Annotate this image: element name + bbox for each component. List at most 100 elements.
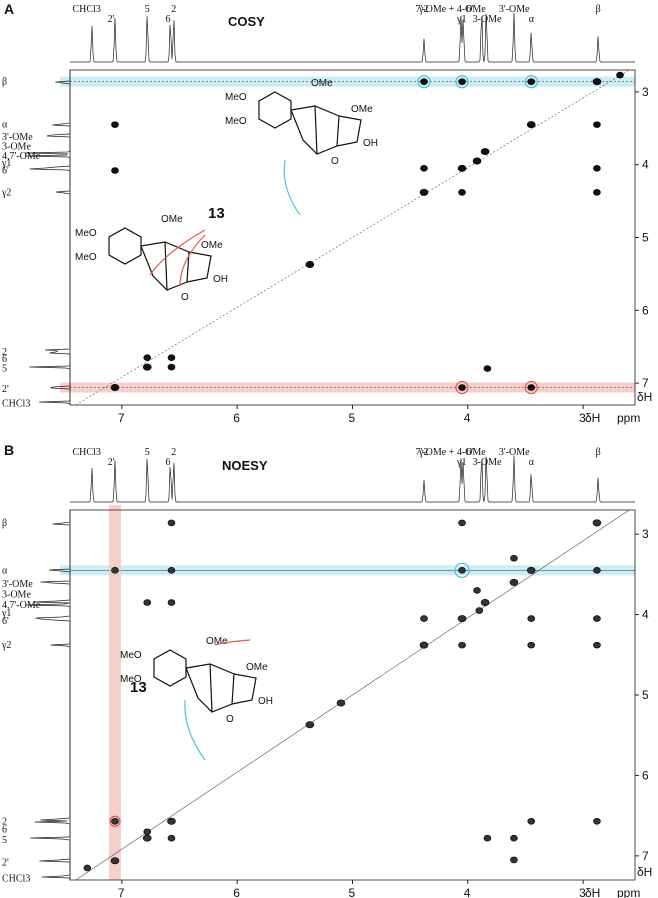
cross-peak [527,78,536,85]
cross-peak [83,864,92,872]
top-peak-label: γ2 [418,4,428,15]
left-peak-label: γ2 [1,187,11,198]
correlation-arrow [149,229,206,276]
cross-peak [457,164,467,172]
highlight-circle [455,75,469,89]
x-tick-label: 4 [464,886,471,898]
cross-peak [527,817,536,825]
cross-peak [593,641,601,649]
top-peak-label: 7'-OMe + 4-OMe [416,447,487,458]
substituent-label: OMe [351,104,373,115]
benzene-ring [258,91,292,129]
top-peak-label: 6' [466,447,473,458]
cross-peak [527,384,536,391]
left-peak-label: γ2 [1,640,11,651]
x-tick-label: 6 [233,886,240,898]
top-peak-label: 3-OMe [473,457,502,468]
top-peak-label: α [529,14,535,25]
cross-peak [483,834,492,842]
top-peak-label: β [596,447,601,458]
cross-peak [110,857,120,865]
core-bonds [290,105,362,155]
top-peak-label: 5 [145,4,150,15]
top-peak-label: γ1 [456,457,466,468]
cross-peak [593,165,601,172]
cross-peak [458,189,466,196]
cross-peak [458,641,466,649]
correlation-arrow [184,699,206,761]
cross-peak [336,699,346,707]
cross-peak [167,519,176,527]
cross-peak [592,78,602,86]
left-peak-label: 4,7'-OMe [2,600,41,611]
x-tick-label: 3 [579,886,586,898]
correlation-arrow [283,159,301,216]
x-tick-label: 5 [349,411,356,425]
top-peak-label: 6 [166,457,171,468]
cross-peak [420,78,428,85]
panel-label: B [4,442,14,458]
substituent-label: OMe [201,240,223,251]
top-peak-label: β [596,4,601,15]
left-peak-label: 3-OMe [2,141,31,152]
y-tick-label: 6 [642,303,649,317]
substituent-label: OH [363,138,378,149]
cross-peak [111,121,119,128]
top-peak-label: 3-OMe [473,14,502,25]
panel-title: NOESY [222,458,268,473]
left-peak-label: β [2,518,7,529]
cross-peak [483,365,492,372]
panel-title: COSY [228,14,265,29]
cross-peak [592,519,602,527]
cross-peak [616,71,624,79]
highlight-circle [417,75,431,89]
x-unit-label: ppm [617,411,640,425]
cross-peak [458,384,466,391]
plot-frame [69,69,636,406]
cross-peak [111,567,119,574]
highlight-circle [524,380,538,395]
cross-peak [305,721,315,729]
cross-peak [593,121,601,128]
y-tick-label: 6 [642,768,649,782]
cross-peak [509,578,519,586]
cross-peak [167,599,176,606]
left-peak-label: CHCl3 [2,873,30,884]
y-tick-label: 3 [642,85,649,99]
y-tick-label: 4 [642,158,649,172]
left-peak-label: 5 [2,364,7,375]
substituent-label: OH [213,274,228,285]
cross-peak [593,615,601,622]
cross-peak [593,189,601,196]
x-tick-label: 5 [349,886,356,898]
cross-peak [167,567,176,574]
cross-peak [458,567,466,574]
cross-peak [526,121,536,129]
compound-label: 13 [130,679,147,696]
cross-peak [527,641,536,649]
cross-peak [142,834,152,842]
highlight-circle [454,562,470,578]
top-peak-label: CHCl3 [72,4,100,15]
left-peak-label: α [2,565,8,576]
cross-peak [457,615,467,623]
cross-peak [419,641,429,649]
benzene-ring [108,227,142,265]
y-tick-label: 5 [642,688,649,702]
cross-peak [167,363,176,371]
core-bonds [185,663,257,713]
left-peak-label: 5 [2,835,7,846]
x-axis-symbol: δH [585,886,600,898]
left-peak-label: α [2,120,8,131]
cross-peak [110,384,120,392]
left-peak-label: 2' [2,857,9,868]
left-peak-label: 3'-OMe [2,579,33,590]
top-peak-label: CHCl3 [72,447,100,458]
y-axis-symbol: δH [637,390,652,404]
x-tick-label: 7 [118,886,125,898]
diagonal-line [75,69,630,406]
substituent-label: O [331,156,339,167]
